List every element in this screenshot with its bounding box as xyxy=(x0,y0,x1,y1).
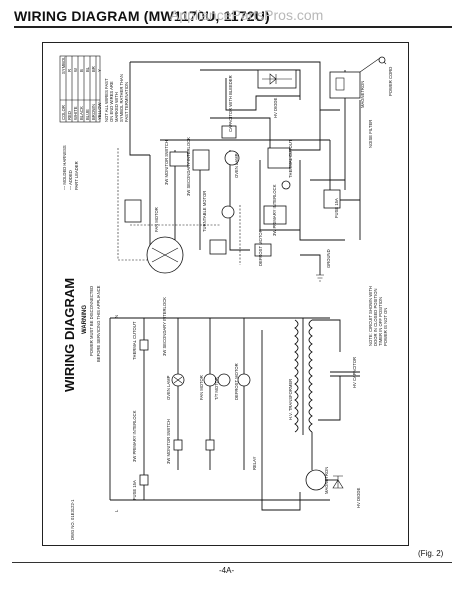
label-ground: GROUND xyxy=(326,249,331,268)
legend-note-4: SYMBOL RATHER THAN xyxy=(119,74,124,122)
schematic-labels: L N FUSE 15A THERMAL CUTOUT 3W SECONDARY… xyxy=(114,297,361,512)
schematic-hv-transformer: H.V. TRANSFORMER xyxy=(288,379,293,420)
color-legend: COLOR SYMBOL RED R WHITE W BLACK B BLUE … xyxy=(59,55,129,123)
legend-color-yellow: YELLOW xyxy=(97,102,102,120)
ladder-schematic xyxy=(109,317,360,511)
schematic-primary-interlock: 3W PRIMARY INTERLOCK xyxy=(132,410,137,462)
warning-title: WARNING xyxy=(82,305,88,334)
label-hv-diode: HV DIODE xyxy=(273,98,278,118)
legend-symbol-yellow: Y xyxy=(97,69,102,72)
label-defrost-motor: DEFROST MOTOR xyxy=(258,229,263,266)
harness-label-added: --- ADDED xyxy=(68,170,73,190)
schematic-line-n: N xyxy=(114,315,119,318)
pictorial-wiring xyxy=(117,56,387,282)
legend-note-3: MARKED WITH xyxy=(114,92,119,122)
legend-symbol-white: W xyxy=(73,68,78,72)
legend-note-1: NOT ALL WIRES FAST xyxy=(104,78,109,122)
legend-header-symbol: SYMBOL xyxy=(61,56,66,74)
schematic-tt-motor: T/T MOTOR xyxy=(214,377,219,400)
legend-symbol-brown: BR xyxy=(91,66,96,72)
label-noise-filter: NOISE FILTER xyxy=(368,120,373,148)
page-header: WIRING DIAGRAM (MW1170U, 1172U) Applianc… xyxy=(14,6,454,28)
schematic-defrost-motor: DEFROST MOTOR xyxy=(234,363,239,400)
schematic-hv-capacitor: HV CAPACITOR xyxy=(352,357,357,388)
schematic-monitor-switch: 3W MONITOR SWITCH xyxy=(166,419,171,464)
label-fan-motor: FAN MOTOR xyxy=(154,207,159,232)
page-number: -4A- xyxy=(219,566,235,575)
schematic-line-l: L xyxy=(114,509,119,512)
figure-label: (Fig. 2) xyxy=(418,549,444,558)
warning-line-1: POWER MUST BE DISCONNECTED xyxy=(89,286,94,356)
legend-symbol-black: B xyxy=(79,69,84,72)
warning-line-2: BEFORE SERVICING THIS APPLIANCE xyxy=(96,285,101,362)
harness-label-leader: PART LEADER xyxy=(74,161,79,190)
drawing-number: DWG NO. 01E3122-1 xyxy=(70,499,75,540)
header-rule xyxy=(14,26,452,28)
label-capacitor: CAPACITOR WITH BLEEDER xyxy=(228,75,233,132)
label-magnetron: MAGNETRON xyxy=(360,81,365,108)
legend-color-black: BLACK xyxy=(79,106,84,120)
label-thermal-cutout: THERMAL CUTOUT xyxy=(288,139,293,178)
label-monitor-switch: 3W MONITOR SWITCH xyxy=(164,140,169,185)
circuit-note: NOTE: CIRCUIT SHOWN WITH DOOR IN CLOSED … xyxy=(368,286,388,346)
schematic-magnetron: MAGNETRON xyxy=(324,467,329,494)
label-fuse: FUSE 15A xyxy=(334,198,339,218)
schematic-fuse: FUSE 15A xyxy=(132,480,137,500)
legend-color-white: WHITE xyxy=(73,106,78,120)
schematic-hv-diode: HV DIODE xyxy=(356,488,361,508)
label-turntable-motor: TURNTABLE MOTOR xyxy=(202,191,207,232)
harness-legend: --- MOLDED HARNESS --- ADDED PART LEADER xyxy=(62,145,79,190)
page-title: WIRING DIAGRAM (MW1170U, 1172U) xyxy=(14,8,270,24)
note-line-3: TIMER IN OFF POSITION xyxy=(378,297,383,346)
schematic-secondary-interlock: 3W SECONDARY INTERLOCK xyxy=(162,297,167,356)
legend-symbol-blue: BL xyxy=(85,66,90,72)
label-primary-interlock: 3W PRIMARY INTERLOCK xyxy=(272,184,277,236)
legend-color-blue: BLUE xyxy=(85,109,90,120)
component-labels: CAPACITOR WITH BLEEDER HV DIODE MAGNETRO… xyxy=(154,67,393,268)
watermark: AppliancePartsPros.com xyxy=(170,7,324,23)
footer-rule xyxy=(12,562,452,563)
note-line-2: DOOR IN CLOSED POSITION xyxy=(373,289,378,346)
schematic-thermal-cutout: THERMAL CUTOUT xyxy=(132,321,137,360)
legend-header-color: COLOR xyxy=(61,105,66,120)
legend-color-red: RED xyxy=(67,111,72,120)
label-oven-lamp: OVEN LAMP xyxy=(234,153,239,178)
schematic-fan-motor: FAN MOTOR xyxy=(199,375,204,400)
diagram-main-title: WIRING DIAGRAM xyxy=(62,278,77,392)
legend-symbol-red: R xyxy=(67,69,72,72)
label-power-cord: POWER CORD xyxy=(388,67,393,96)
legend-note-2: ON END WIRES ARE xyxy=(109,81,114,122)
note-line-4: POWER IS NOT ON xyxy=(383,308,388,346)
legend-color-brown: BROWN xyxy=(91,104,96,120)
harness-label-molded: --- MOLDED HARNESS xyxy=(62,145,67,190)
label-secondary-interlock: 3W SECONDARY INTERLOCK xyxy=(186,137,191,196)
schematic-relay: RELAY xyxy=(252,456,257,470)
diagram-frame xyxy=(42,42,409,546)
schematic-oven-lamp: OVEN LAMP xyxy=(166,375,171,400)
note-line-1: NOTE: CIRCUIT SHOWN WITH xyxy=(368,286,373,346)
legend-note-5: FAST TERMINATION xyxy=(124,82,129,122)
